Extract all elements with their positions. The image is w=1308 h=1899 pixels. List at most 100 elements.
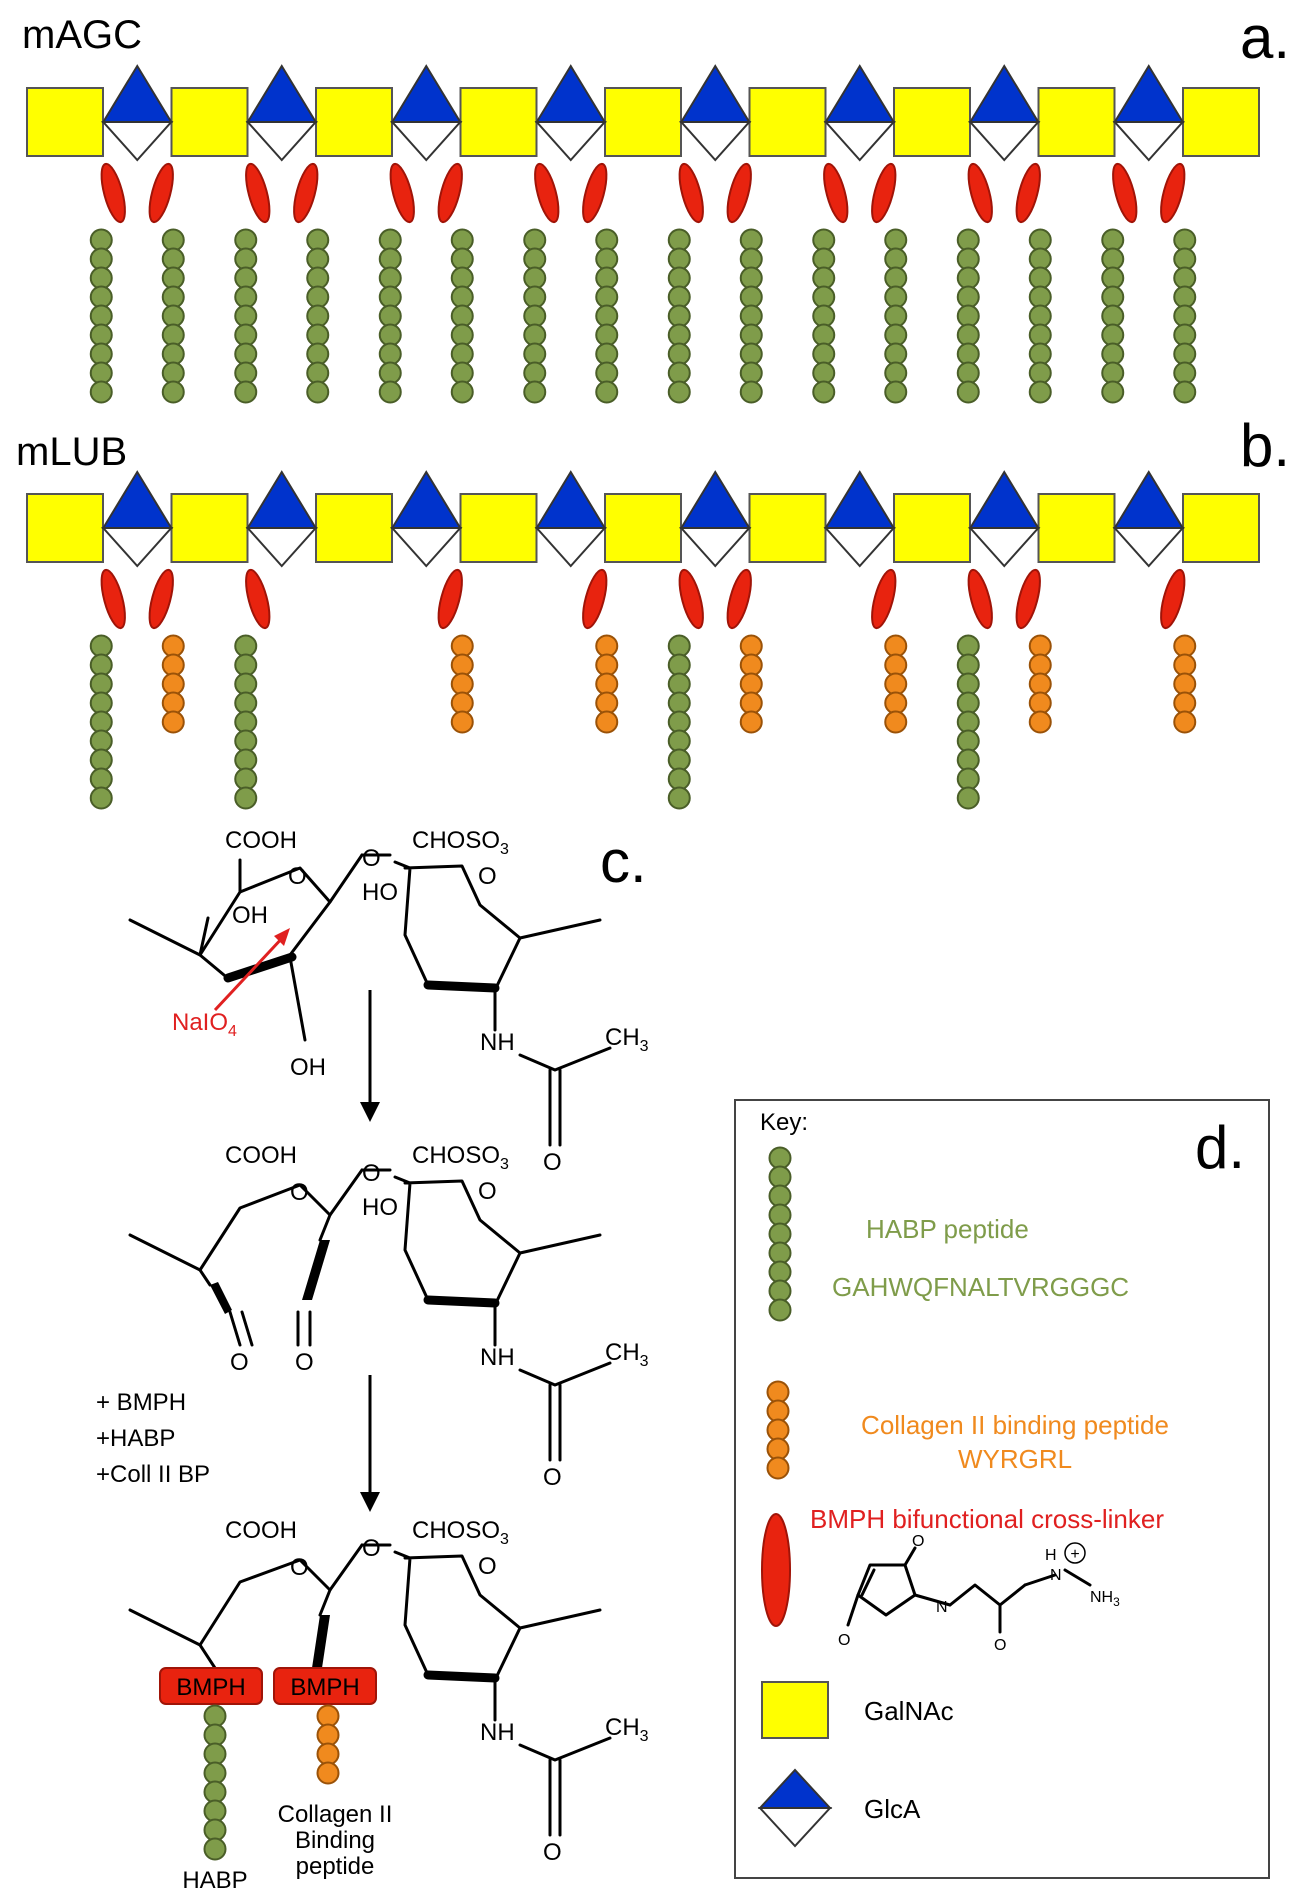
a-glca-4	[679, 64, 752, 123]
a-habp-3-0-bead-7	[523, 361, 547, 385]
key-habp-seq: GAHWQFNALTVRGGGC	[832, 1272, 1129, 1302]
b-glca-reduced-5	[823, 527, 896, 568]
b-habp-1-0-bead-5	[234, 729, 258, 753]
a-habp-1-0-bead-7	[234, 361, 258, 385]
a-habp-0-1-bead-6	[161, 342, 185, 366]
a-habp-3-0-bead-2	[523, 266, 547, 290]
a-crosslinker-7-0	[1112, 162, 1138, 224]
a-habp-7-0-bead-7	[1101, 361, 1125, 385]
key-habp-bead-8	[768, 1298, 792, 1322]
a-habp-5-0-bead-6	[812, 342, 836, 366]
a-habp-5-1-bead-7	[884, 361, 908, 385]
a-habp-4-1-bead-8	[739, 380, 763, 404]
key-habp-bead-1	[768, 1165, 792, 1189]
a-habp-4-0-bead-4	[667, 304, 691, 328]
b-coll-5-1-bead-4	[884, 710, 908, 734]
b-crosslinker-1-0	[245, 568, 271, 630]
b-habp-6-0-bead-7	[956, 767, 980, 791]
b-galnac-7	[1037, 493, 1116, 563]
key-collagen-chain	[766, 1380, 790, 1480]
b-glca-reduced-0	[101, 527, 174, 568]
a-glca-1	[245, 64, 318, 123]
a-habp-0-0-bead-7	[89, 361, 113, 385]
bmph-box-1	[159, 1667, 263, 1705]
key-frame	[734, 1099, 1270, 1879]
a-galnac-3	[459, 87, 538, 157]
a-habp-5-1-bead-1	[884, 247, 908, 271]
a-habp-4-1-bead-0	[739, 228, 763, 252]
b-habp-0-0-bead-3	[89, 691, 113, 715]
s2-carbonyl-o: O	[543, 1464, 562, 1491]
b-galnac-4	[604, 493, 682, 563]
bmph-n2: N	[1050, 1567, 1062, 1584]
a-habp-6-0-bead-4	[956, 304, 980, 328]
panel-c-label: c.	[600, 828, 647, 895]
a-habp-5-0-bead-0	[812, 228, 836, 252]
b-glca-reduced-6	[968, 527, 1041, 568]
a-habp-7-0-bead-8	[1101, 380, 1125, 404]
s3-ring-o: O	[290, 1554, 309, 1581]
a-habp-1-1-bead-7	[306, 361, 330, 385]
a-habp-4-0-bead-0	[667, 228, 691, 252]
a-glca-reduced-3	[534, 121, 607, 162]
a-habp-4-0-bead-6	[667, 342, 691, 366]
s3-habp-label: HABP	[182, 1867, 247, 1894]
a-habp-7-0-bead-6	[1101, 342, 1125, 366]
b-habp-1-0-bead-8	[234, 786, 258, 810]
b-coll-3-1-bead-4	[595, 710, 619, 734]
b-habp-0-0-bead-0	[89, 634, 113, 658]
bmph-structure: O O N O H N NH3 +	[838, 1533, 1120, 1654]
b-habp-4-0-bead-8	[667, 786, 691, 810]
key-habp-bead-4	[768, 1222, 792, 1246]
a-habp-1-1-bead-0	[306, 228, 330, 252]
s3-habp-bead-7	[203, 1837, 227, 1861]
s3-glyco-o: O	[362, 1535, 381, 1562]
key-coll-bead-0	[766, 1380, 790, 1404]
b-habp-4-0-bead-5	[667, 729, 691, 753]
a-habp-1-1-bead-1	[306, 247, 330, 271]
a-habp-3-1-bead-1	[595, 247, 619, 271]
b-habp-1-0-bead-1	[234, 653, 258, 677]
s2-ch3: CH3	[605, 1339, 649, 1370]
a-habp-4-0-bead-3	[667, 285, 691, 309]
a-habp-5-1-bead-0	[884, 228, 908, 252]
key-habp-bead-7	[768, 1279, 792, 1303]
s1-ho: HO	[362, 879, 398, 906]
a-habp-7-0-bead-0	[1101, 228, 1125, 252]
b-coll-2-1-bead-3	[450, 691, 474, 715]
a-crosslinker-1-1	[293, 162, 319, 224]
a-habp-2-1-bead-0	[450, 228, 474, 252]
a-glca-6	[968, 64, 1041, 123]
a-galnac-0	[26, 87, 104, 157]
b-habp-4-0-bead-7	[667, 767, 691, 791]
b-coll-2-1-bead-4	[450, 710, 474, 734]
b-coll-2-1-bead-1	[450, 653, 474, 677]
key-title: Key:	[760, 1109, 808, 1136]
a-habp-7-1-bead-4	[1173, 304, 1197, 328]
b-coll-5-1-bead-3	[884, 691, 908, 715]
b-habp-6-0-bead-0	[956, 634, 980, 658]
s1-carbonyl-o: O	[543, 1149, 562, 1176]
s3-habp-bead-3	[203, 1761, 227, 1785]
a-habp-2-1-bead-3	[450, 285, 474, 309]
a-habp-6-1-bead-3	[1028, 285, 1052, 309]
a-habp-5-1-bead-6	[884, 342, 908, 366]
b-coll-3-1-bead-3	[595, 691, 619, 715]
a-habp-0-0-bead-8	[89, 380, 113, 404]
a-habp-0-1-bead-4	[161, 304, 185, 328]
a-galnac-8	[1182, 87, 1260, 157]
b-crosslinker-2-1	[437, 568, 463, 630]
b-coll-0-1-bead-2	[161, 672, 185, 696]
b-glca-6	[968, 470, 1041, 529]
a-habp-0-0-bead-3	[89, 285, 113, 309]
b-glca-reduced-7	[1112, 527, 1185, 568]
key-glca-lower-triangle	[757, 1807, 833, 1848]
b-glca-reduced-1	[245, 527, 318, 568]
a-habp-1-0-bead-2	[234, 266, 258, 290]
a-habp-4-1-bead-6	[739, 342, 763, 366]
naio4-arrow	[213, 933, 287, 1012]
a-habp-7-0-bead-4	[1101, 304, 1125, 328]
key-bmph-name: BMPH bifunctional cross-linker	[810, 1504, 1164, 1534]
a-habp-0-1-bead-1	[161, 247, 185, 271]
b-coll-7-1-bead-1	[1173, 653, 1197, 677]
